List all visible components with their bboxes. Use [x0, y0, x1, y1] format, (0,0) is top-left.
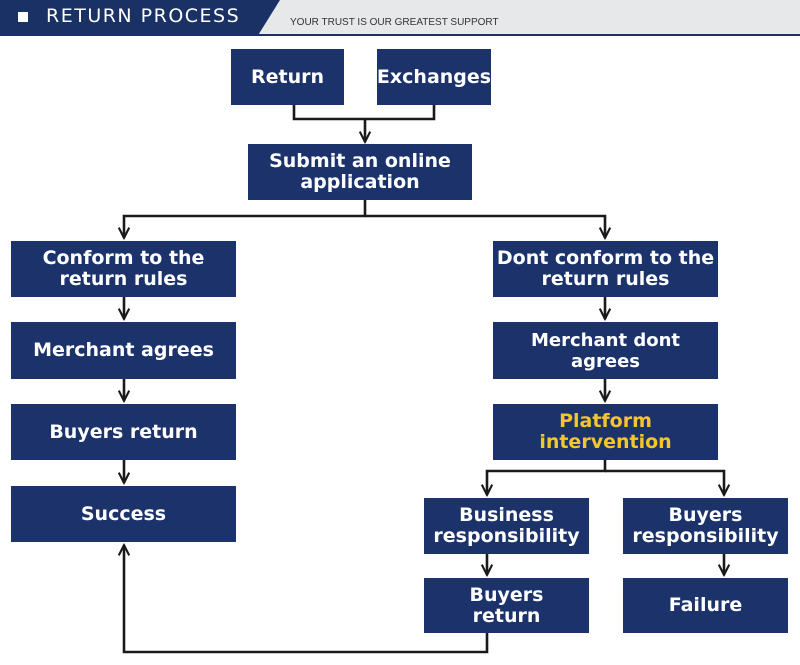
- header-slogan: YOUR TRUST IS OUR GREATEST SUPPORT: [290, 17, 499, 28]
- node-submit-application: Submit an online application: [248, 144, 472, 200]
- connector-return-to-success: [124, 545, 489, 654]
- header-title-bar: [0, 0, 280, 36]
- connector-submit-split: [124, 200, 367, 238]
- node-return: Return: [231, 49, 344, 105]
- node-platform-intervention: Platform intervention: [493, 404, 718, 460]
- square-bullet-icon: [18, 12, 28, 22]
- node-success: Success: [11, 486, 236, 542]
- node-buyers-return-left: Buyers return: [11, 404, 236, 460]
- node-failure: Failure: [623, 578, 788, 633]
- connector-return-exchanges: [292, 105, 436, 121]
- connector-platform-right: [605, 469, 724, 495]
- node-exchanges: Exchanges: [377, 49, 491, 105]
- header-banner: RETURN PROCESS YOUR TRUST IS OUR GREATES…: [0, 0, 800, 36]
- node-dont-conform-rules: Dont conform to the return rules: [493, 241, 718, 297]
- header-title: RETURN PROCESS: [46, 5, 241, 27]
- node-buyers-responsibility: Buyers responsibility: [623, 498, 788, 554]
- node-business-responsibility: Business responsibility: [424, 498, 589, 554]
- connector-platform-split: [487, 460, 607, 495]
- node-buyers-return-right: Buyers return: [424, 578, 589, 633]
- node-conform-rules: Conform to the return rules: [11, 241, 236, 297]
- node-merchant-dont-agrees: Merchant dont agrees: [493, 322, 718, 379]
- node-merchant-agrees: Merchant agrees: [11, 322, 236, 379]
- connector-submit-right: [365, 214, 605, 238]
